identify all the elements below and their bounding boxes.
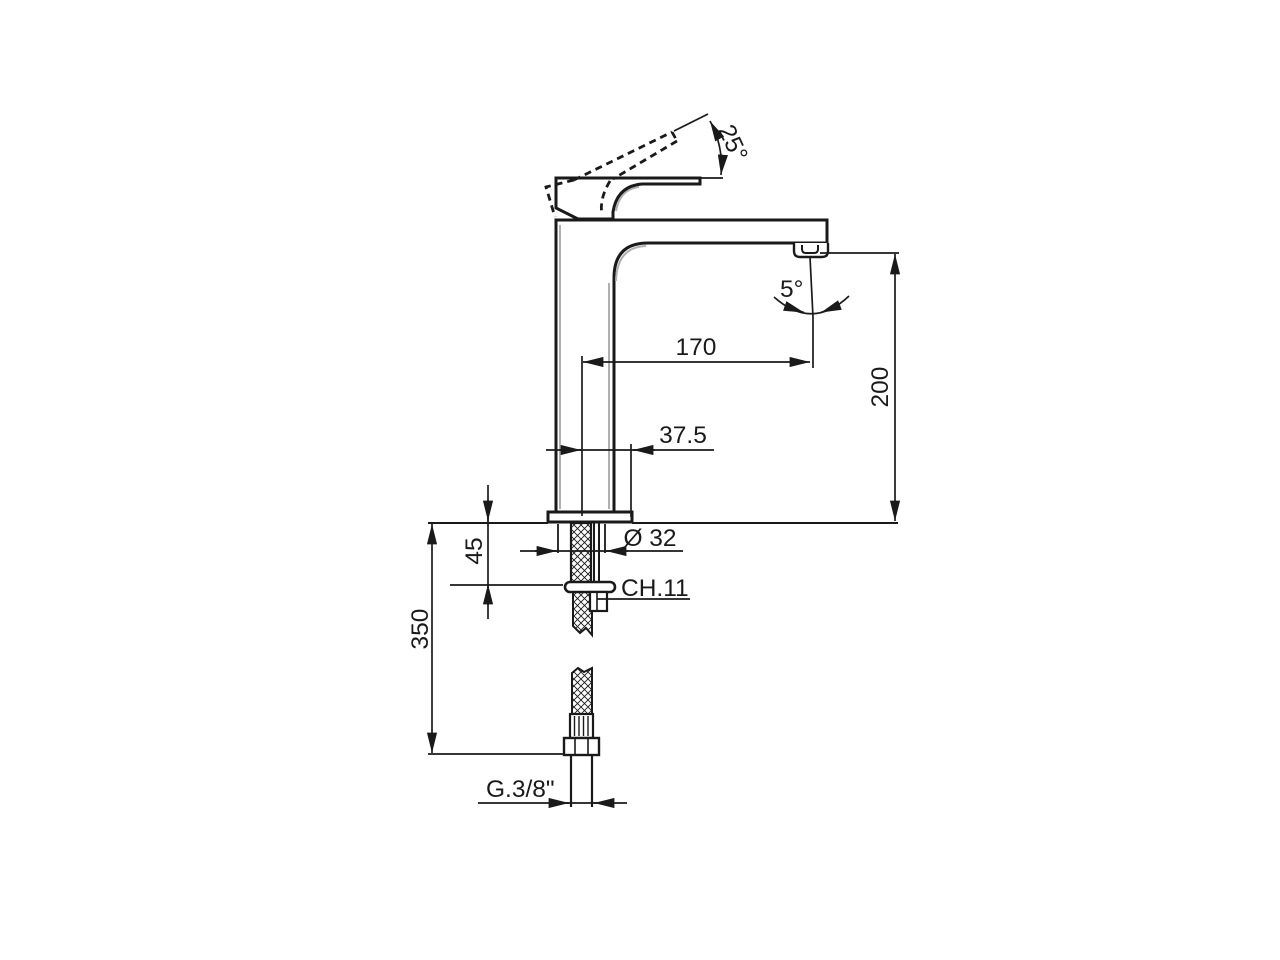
deck-hole-edges xyxy=(557,524,606,553)
dim-label-wrench-size: CH.11 xyxy=(621,575,689,602)
dim-hose-length: 350 xyxy=(407,524,565,755)
dim-label-thread-size: G.3/8" xyxy=(486,776,555,803)
dim-label-handle-angle: 25° xyxy=(712,121,752,166)
dim-label-spout-swivel: 5° xyxy=(780,276,803,303)
dim-axis-to-base-edge: 37.5 xyxy=(546,422,714,517)
handle-lever-outline xyxy=(554,176,702,221)
dim-outlet-height: 200 xyxy=(820,252,901,521)
dim-deck-clamp-thickness: 45 xyxy=(450,485,563,619)
aerator-outlet xyxy=(792,243,830,259)
dim-handle-angle: 25° xyxy=(673,113,753,179)
body-highlight-lines xyxy=(559,186,647,509)
dim-label-spout-reach: 170 xyxy=(676,334,717,361)
dim-wrench-size: CH.11 xyxy=(597,575,690,602)
crimp-ferrule xyxy=(568,712,595,740)
connection-tube xyxy=(569,755,594,807)
handle-raised-dashed-outline xyxy=(544,130,679,218)
braided-shank xyxy=(569,521,593,585)
stud-nut xyxy=(588,590,609,613)
faucet-body-outline xyxy=(554,218,829,514)
dim-thread-size: G.3/8" xyxy=(478,776,627,809)
dim-label-axis-to-base-edge: 37.5 xyxy=(659,422,707,449)
dim-label-deck-clamp-thickness: 45 xyxy=(461,537,488,564)
under-counter-assembly xyxy=(557,521,617,807)
threaded-stud xyxy=(593,523,600,583)
dim-hole-diameter: Ø 32 xyxy=(520,525,683,557)
dim-spout-swivel: 5° xyxy=(773,256,850,368)
base-plate xyxy=(546,510,634,524)
water-stream-line xyxy=(809,256,814,368)
dim-spout-reach: 170 xyxy=(581,334,810,516)
dim-label-hole-diameter: Ø 32 xyxy=(623,525,676,552)
dim-label-outlet-height: 200 xyxy=(867,367,894,408)
dim-label-hose-length: 350 xyxy=(407,609,434,650)
braided-hose-lower xyxy=(571,666,593,715)
hose-hex-nut xyxy=(562,736,601,757)
mounting-flange xyxy=(563,580,617,594)
